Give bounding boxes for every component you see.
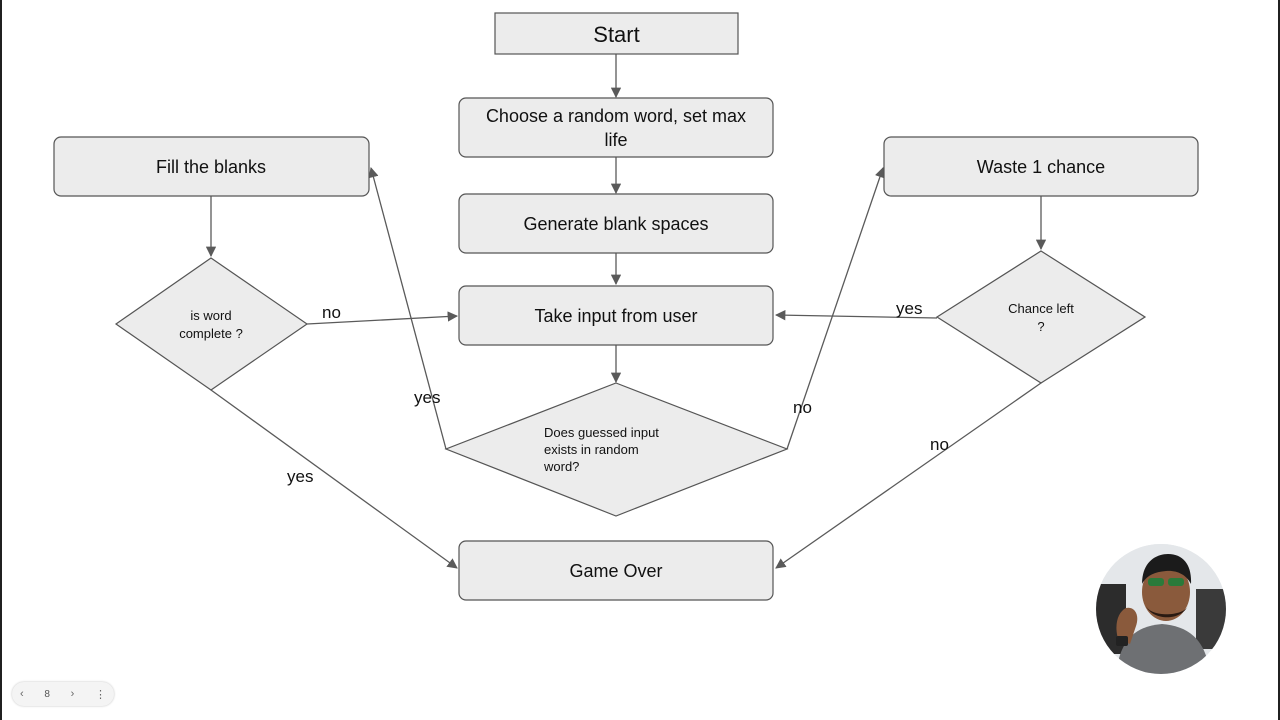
node-start-label: Start bbox=[593, 22, 639, 47]
node-fill-blanks: Fill the blanks bbox=[53, 136, 370, 197]
edge-label-guess-no: no bbox=[793, 398, 812, 417]
edge-label-chance-no: no bbox=[930, 435, 949, 454]
edges bbox=[205, 54, 1047, 569]
node-fill-blanks-label: Fill the blanks bbox=[156, 157, 266, 177]
node-waste-chance-label: Waste 1 chance bbox=[977, 157, 1105, 177]
node-word-complete-label-1: is word bbox=[190, 308, 231, 323]
presenter-avatar-icon bbox=[1096, 544, 1226, 674]
node-guess-decision-label-2: exists in random bbox=[544, 442, 639, 457]
edge-chance-no-to-gameover bbox=[775, 382, 1042, 569]
presenter-webcam bbox=[1096, 544, 1226, 674]
node-chance-left-label-2: ? bbox=[1037, 319, 1044, 334]
node-chance-left-label-1: Chance left bbox=[1008, 301, 1074, 316]
node-word-complete-label-2: complete ? bbox=[179, 326, 243, 341]
edge-guess-no-to-waste bbox=[786, 167, 885, 450]
edge-complete-yes-to-gameover bbox=[210, 389, 458, 569]
edge-chance-yes-to-input bbox=[774, 309, 938, 321]
node-game-over: Game Over bbox=[458, 540, 774, 601]
node-generate-blanks-label: Generate blank spaces bbox=[523, 214, 708, 234]
node-choose-word-label-1: Choose a random word, set max bbox=[486, 106, 746, 126]
edge-complete-no-to-input bbox=[306, 311, 459, 325]
node-choose-word-label-2: life bbox=[604, 130, 627, 150]
node-guess-decision: Does guessed input exists in random word… bbox=[444, 382, 789, 517]
edge-label-chance-yes: yes bbox=[896, 299, 922, 318]
edge-label-complete-yes: yes bbox=[287, 467, 313, 486]
edge-guess-yes-to-fill bbox=[368, 166, 447, 450]
slide-border-right bbox=[1278, 0, 1280, 720]
chevron-left-icon[interactable]: ‹ bbox=[20, 688, 24, 700]
node-guess-decision-label-1: Does guessed input bbox=[544, 425, 659, 440]
node-word-complete: is word complete ? bbox=[114, 257, 309, 391]
node-take-input-label: Take input from user bbox=[534, 306, 697, 326]
node-chance-left: Chance left ? bbox=[935, 250, 1147, 384]
edge-label-complete-no: no bbox=[322, 303, 341, 322]
node-take-input: Take input from user bbox=[458, 285, 774, 346]
node-generate-blanks: Generate blank spaces bbox=[458, 193, 774, 254]
page-number: 8 bbox=[44, 688, 50, 700]
more-vertical-icon[interactable]: ⋮ bbox=[94, 688, 106, 701]
node-choose-word: Choose a random word, set max life bbox=[458, 97, 774, 158]
node-start: Start bbox=[494, 12, 739, 55]
node-game-over-label: Game Over bbox=[569, 561, 662, 581]
node-guess-decision-label-3: word? bbox=[543, 459, 579, 474]
edge-labels: no yes no yes yes no bbox=[287, 299, 949, 486]
slide-border-left bbox=[0, 0, 2, 720]
edge-label-guess-yes: yes bbox=[414, 388, 440, 407]
chevron-right-icon[interactable]: › bbox=[70, 688, 75, 700]
node-waste-chance: Waste 1 chance bbox=[883, 136, 1199, 197]
slide-navigation: ‹ 8 › ⋮ bbox=[12, 682, 114, 706]
